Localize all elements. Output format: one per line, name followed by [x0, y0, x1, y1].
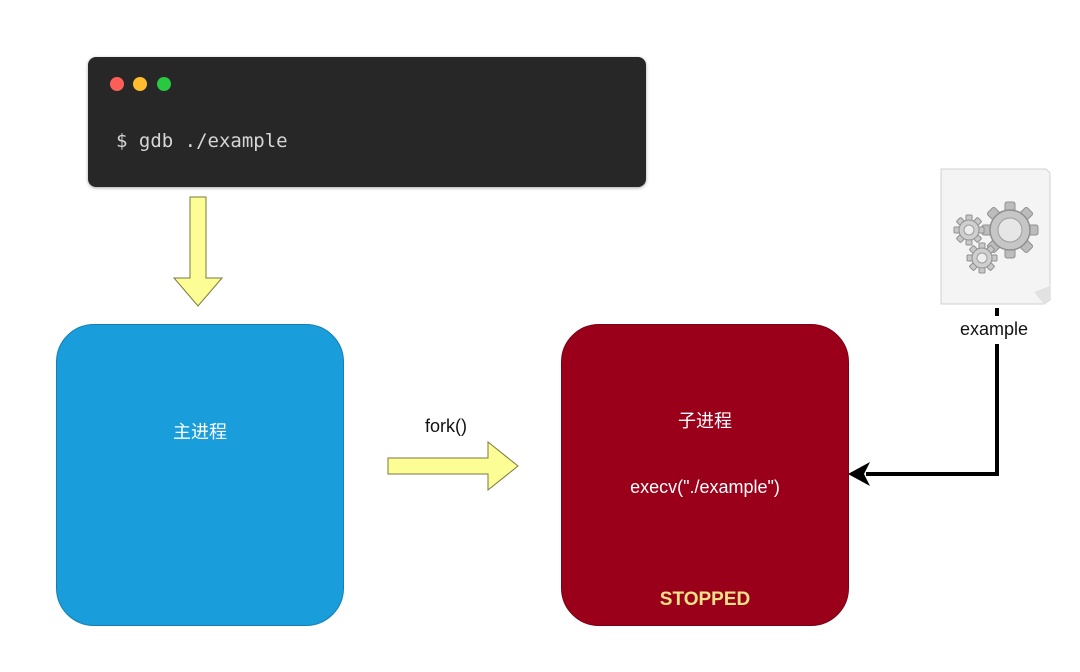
status-label: STOPPED — [659, 589, 751, 610]
close-dot-icon — [110, 77, 124, 91]
file-name-label: example — [960, 319, 1029, 339]
fork-arrow — [387, 440, 519, 492]
terminal-window: $ gdb ./example — [88, 57, 646, 187]
file-connector-line — [866, 344, 999, 476]
down-arrow — [172, 196, 224, 307]
main-process-box: 主进程 — [56, 324, 344, 626]
gears-file-icon — [940, 168, 1051, 305]
file-connector-arrowhead — [848, 462, 870, 486]
child-process-box: 子进程 execv("./example") STOPPED — [561, 324, 849, 626]
terminal-command: $ gdb ./example — [116, 130, 288, 152]
child-process-label: 子进程 — [678, 411, 732, 432]
exec-call-label: execv("./example") — [630, 477, 780, 497]
fork-label: fork() — [425, 416, 467, 436]
main-process-label: 主进程 — [173, 422, 227, 443]
minimize-dot-icon — [133, 77, 147, 91]
maximize-dot-icon — [157, 77, 171, 91]
